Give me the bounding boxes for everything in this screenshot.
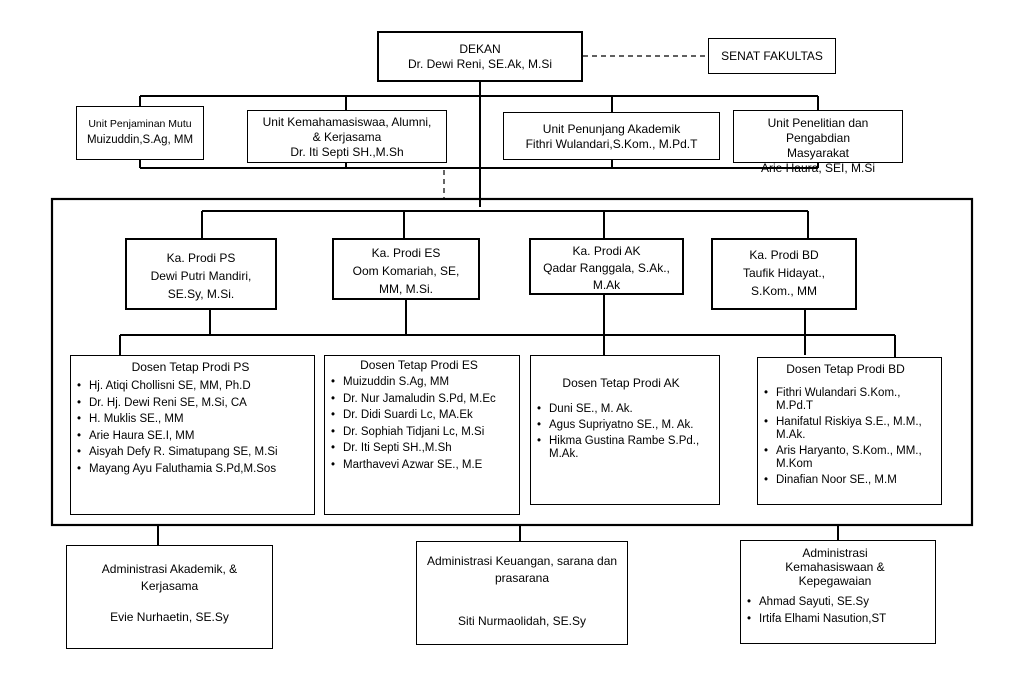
unit-line: Arie Haura, SEI, M.Si (760, 161, 876, 175)
admin-title-line: Kepegawaian (798, 574, 872, 588)
dosen-title: Dosen Tetap Prodi BD (786, 362, 905, 376)
prodi-line: S.Kom., MM (750, 284, 817, 298)
admin-title-line: Kemahasiswaan & (785, 560, 885, 574)
admin-akademik: Administrasi Akademik, & Kerjasama Evie … (66, 545, 273, 649)
dosen-item: Hanifatul Riskiya S.E., M.M., M.Ak. (764, 416, 933, 442)
dosen-item: Mayang Ayu Faluthamia S.Pd,M.Sos (77, 461, 310, 478)
unit-line: & Kerjasama (312, 130, 382, 144)
admin-line: Evie Nurhaetin, SE.Sy (110, 610, 229, 624)
prodi-es: Ka. Prodi ES Oom Komariah, SE, MM, M.Si. (332, 238, 480, 300)
dosen-item: Dr. Hj. Dewi Reni SE, M.Si, CA (77, 395, 310, 412)
admin-line: Kerjasama (140, 579, 199, 593)
dosen-item: Agus Supriyatno SE., M. Ak. (537, 419, 711, 432)
prodi-line: Dewi Putri Mandiri, (150, 269, 252, 283)
unit-line: Fithri Wulandari,S.Kom., M.Pd.T (525, 137, 698, 151)
prodi-ak: Ka. Prodi AK Qadar Ranggala, S.Ak., M.Ak (529, 238, 684, 295)
dosen-item: Duni SE., M. Ak. (537, 403, 711, 416)
admin-kemahasiswaan: Administrasi Kemahasiswaan & Kepegawaian… (740, 540, 936, 644)
admin-line: Administrasi Akademik, & (101, 562, 238, 576)
dosen-item: Hj. Atiqi Chollisni SE, MM, Ph.D (77, 378, 310, 395)
dosen-item: Dr. Sophiah Tidjani Lc, M.Si (331, 424, 513, 441)
dosen-title: Dosen Tetap Prodi PS (131, 360, 250, 374)
unit-line: Unit Penjaminan Mutu (88, 118, 192, 130)
admin-line (67, 595, 272, 609)
dosen-item: Dr. Iti Septi SH.,M.Sh (331, 440, 513, 457)
dosen-ak: Dosen Tetap Prodi AK Duni SE., M. Ak. Ag… (530, 355, 720, 505)
unit-penelitian: Unit Penelitian dan Pengabdian Masyaraka… (733, 110, 903, 175)
prodi-line: MM, M.Si. (379, 282, 433, 296)
prodi-line: Ka. Prodi BD (749, 248, 819, 262)
admin-line: Siti Nurmaolidah, SE.Sy (457, 614, 587, 628)
dosen-es: Dosen Tetap Prodi ES Muizuddin S.Ag, MM … (324, 355, 520, 515)
dosen-item: Dr. Nur Jamaludin S.Pd, M.Ec (331, 391, 513, 408)
prodi-line: M.Ak (592, 278, 621, 292)
dosen-title: Dosen Tetap Prodi AK (562, 376, 680, 390)
prodi-line: Ka. Prodi ES (371, 246, 441, 260)
admin-keuangan: Administrasi Keuangan, sarana dan prasar… (416, 541, 628, 645)
prodi-line: Ka. Prodi PS (166, 251, 236, 265)
admin-item: Ahmad Sayuti, SE.Sy (747, 594, 929, 611)
admin-item: Irtifa Elhami Nasution,ST (747, 611, 929, 628)
unit-line: Dr. Iti Septi SH.,M.Sh (290, 145, 404, 159)
prodi-line: Oom Komariah, SE, (352, 264, 460, 278)
dosen-item: Fithri Wulandari S.Kom., M.Pd.T (764, 387, 933, 413)
unit-line: Muizuddin,S.Ag, MM (86, 134, 194, 146)
dosen-item: Muizuddin S.Ag, MM (331, 374, 513, 391)
unit-penunjang-akademik: Unit Penunjang Akademik Fithri Wulandari… (503, 112, 720, 160)
unit-line: Unit Penunjang Akademik (542, 122, 681, 136)
prodi-line: Taufik Hidayat., (742, 266, 826, 280)
prodi-bd: Ka. Prodi BD Taufik Hidayat., S.Kom., MM (711, 238, 857, 310)
unit-kemahasiswaan: Unit Kemahamasiswaa, Alumni, & Kerjasama… (247, 110, 447, 163)
senat-title: SENAT FAKULTAS (721, 49, 823, 63)
dekan-title: DEKAN (459, 42, 501, 56)
admin-line: Administrasi Keuangan, sarana dan (426, 554, 618, 568)
dosen-item: Aris Haryanto, S.Kom., MM., M.Kom (764, 445, 933, 471)
prodi-line: Ka. Prodi AK (572, 244, 641, 258)
dosen-item: Marthavevi Azwar SE., M.E (331, 457, 513, 474)
admin-title: Administrasi Kemahasiswaan & Kepegawaian (741, 546, 929, 588)
prodi-line: Qadar Ranggala, S.Ak., (543, 261, 670, 275)
dosen-item: Arie Haura SE.I, MM (77, 428, 310, 445)
dosen-ps: Dosen Tetap Prodi PS Hj. Atiqi Chollisni… (70, 355, 315, 515)
dosen-title: Dosen Tetap Prodi ES (360, 358, 478, 372)
dosen-item: Dr. Didi Suardi Lc, MA.Ek (331, 407, 513, 424)
dekan-box: DEKAN Dr. Dewi Reni, SE.Ak, M.Si (377, 31, 583, 82)
admin-line (417, 587, 627, 613)
prodi-ps: Ka. Prodi PS Dewi Putri Mandiri, SE.Sy, … (125, 238, 277, 310)
dosen-bd: Dosen Tetap Prodi BD Fithri Wulandari S.… (757, 357, 942, 505)
unit-line: Masyarakat (786, 146, 850, 160)
dosen-item: Aisyah Defy R. Simatupang SE, M.Si (77, 444, 310, 461)
admin-line: prasarana (494, 571, 550, 585)
prodi-line: SE.Sy, M.Si. (167, 287, 235, 301)
dosen-item: H. Muklis SE., MM (77, 411, 310, 428)
dosen-item: Dinafian Noor SE., M.M (764, 474, 933, 487)
admin-title-line: Administrasi (802, 546, 868, 560)
senat-box: SENAT FAKULTAS (708, 38, 836, 74)
dekan-name: Dr. Dewi Reni, SE.Ak, M.Si (407, 57, 553, 71)
unit-line: Unit Penelitian dan Pengabdian (767, 116, 869, 145)
dosen-item: Hikma Gustina Rambe S.Pd., M.Ak. (537, 435, 711, 461)
unit-line: Unit Kemahamasiswaa, Alumni, (262, 115, 432, 129)
unit-penjaminan-mutu: Unit Penjaminan Mutu Muizuddin,S.Ag, MM (76, 106, 204, 160)
